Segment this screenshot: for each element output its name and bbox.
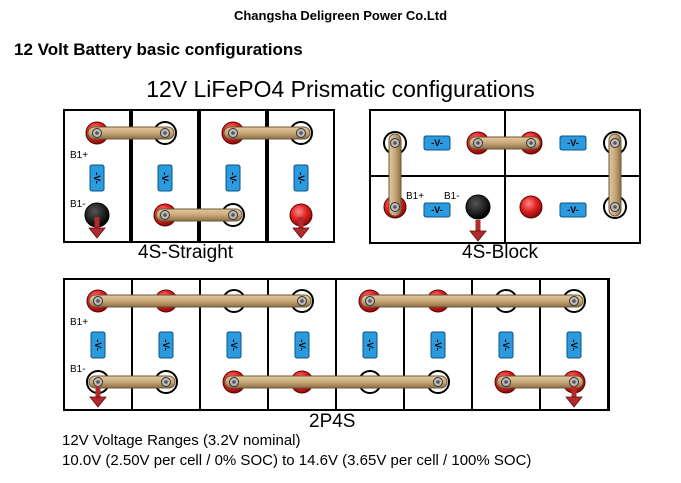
busbar-bolt-core (572, 380, 576, 384)
busbar-bolt-core (95, 131, 99, 135)
b1-negative-label: B1- (444, 191, 460, 202)
current-arrow-shaft (95, 386, 101, 400)
busbar-bolt-core (504, 380, 508, 384)
negative-terminal (465, 194, 491, 220)
positive-terminal (519, 195, 543, 219)
busbar-bolt-core (164, 380, 168, 384)
busbar-bolt-core (96, 299, 100, 303)
cell-voltage-label-box (498, 331, 514, 359)
current-arrow-shaft (571, 386, 577, 400)
cell-voltage-label-box (362, 331, 378, 359)
current-arrow-head (565, 396, 583, 408)
busbar-bolt-core (231, 131, 235, 135)
cell-voltage-label-box (293, 164, 309, 192)
current-arrow-head (469, 230, 487, 242)
busbar-bolt-core (393, 205, 397, 209)
busbar-bolt-core (368, 299, 372, 303)
busbar-bolt-core (231, 213, 235, 217)
cell-voltage-label: -V- (161, 339, 171, 351)
busbar-bolt-core (96, 380, 100, 384)
busbar-bolt-core (232, 380, 236, 384)
busbar-bolt-core (476, 141, 480, 145)
cell-voltage-label: -V- (93, 339, 103, 351)
cell-voltage-label: -V- (228, 172, 238, 184)
caption-2p4s: 2P4S (309, 411, 356, 432)
current-arrow-head (89, 396, 107, 408)
soc-range-note: 10.0V (2.50V per cell / 0% SOC) to 14.6V… (62, 452, 532, 469)
busbar (608, 133, 622, 217)
busbar-bolt-core (529, 141, 533, 145)
busbar-bolt-core (613, 141, 617, 145)
cell-voltage-label: -V- (229, 339, 239, 351)
busbar (468, 136, 541, 150)
current-arrow-shaft (94, 217, 100, 231)
cell-voltage-label: -V- (433, 339, 443, 351)
busbar (88, 375, 176, 389)
cell-voltage-label-box (294, 331, 310, 359)
cell-voltage-label-box (89, 164, 105, 192)
cell-voltage-label: -V- (501, 339, 511, 351)
current-arrow-head (88, 227, 106, 239)
busbar (388, 133, 402, 217)
current-arrow-head (292, 227, 310, 239)
cell-voltage-label-box (225, 164, 241, 192)
busbar (496, 375, 584, 389)
busbar-bolt-core (163, 213, 167, 217)
busbar (360, 294, 584, 308)
cell-voltage-label: -V- (92, 172, 102, 184)
busbar-bolt-core (436, 380, 440, 384)
busbar-bolt-core (300, 299, 304, 303)
cell-voltage-label: -V- (569, 339, 579, 351)
cell-voltage-label-box (430, 331, 446, 359)
company-name: Changsha Deligreen Power Co.Ltd (233, 8, 448, 23)
b1-negative-label: B1- (70, 199, 86, 210)
cell-voltage-label: -V- (431, 138, 443, 148)
cell-voltage-label: -V- (297, 339, 307, 351)
current-arrow-shaft (475, 220, 481, 234)
cell-voltage-label-box (559, 135, 587, 151)
busbar-bolt-core (572, 299, 576, 303)
busbar-bolt-core (299, 131, 303, 135)
cell-voltage-label: -V- (296, 172, 306, 184)
cell-voltage-label-box (423, 135, 451, 151)
page-heading: 12 Volt Battery basic configurations (14, 40, 303, 59)
busbar (155, 208, 243, 222)
cell-voltage-label: -V- (431, 205, 443, 215)
busbar-bolt-core (163, 131, 167, 135)
diagram-subtitle: 12V LiFePO4 Prismatic configurations (146, 76, 535, 102)
b1-positive-label: B1+ (70, 317, 88, 328)
cell-voltage-label: -V- (567, 138, 579, 148)
busbar (223, 126, 311, 140)
cell-voltage-label-box (566, 331, 582, 359)
busbar-bolt-core (393, 141, 397, 145)
cell-voltage-label-box (90, 331, 106, 359)
cell-voltage-label-box (423, 202, 451, 218)
cell-voltage-label-box (157, 164, 173, 192)
cell-voltage-label: -V- (160, 172, 170, 184)
cell-voltage-label: -V- (567, 205, 579, 215)
busbar-bolt-core (613, 205, 617, 209)
cell-voltage-label: -V- (365, 339, 375, 351)
current-arrow-shaft (298, 217, 304, 231)
voltage-range-note: 12V Voltage Ranges (3.2V nominal) (62, 432, 301, 449)
busbar (224, 375, 448, 389)
caption-4s-straight: 4S-Straight (138, 242, 234, 263)
b1-negative-label: B1- (70, 364, 86, 375)
cell-voltage-label-box (158, 331, 174, 359)
busbar (87, 126, 175, 140)
busbar (88, 294, 312, 308)
cell-voltage-label-box (226, 331, 242, 359)
b1-positive-label: B1+ (70, 150, 88, 161)
b1-positive-label: B1+ (406, 191, 424, 202)
cell-voltage-label-box (559, 202, 587, 218)
caption-4s-block: 4S-Block (462, 242, 539, 263)
